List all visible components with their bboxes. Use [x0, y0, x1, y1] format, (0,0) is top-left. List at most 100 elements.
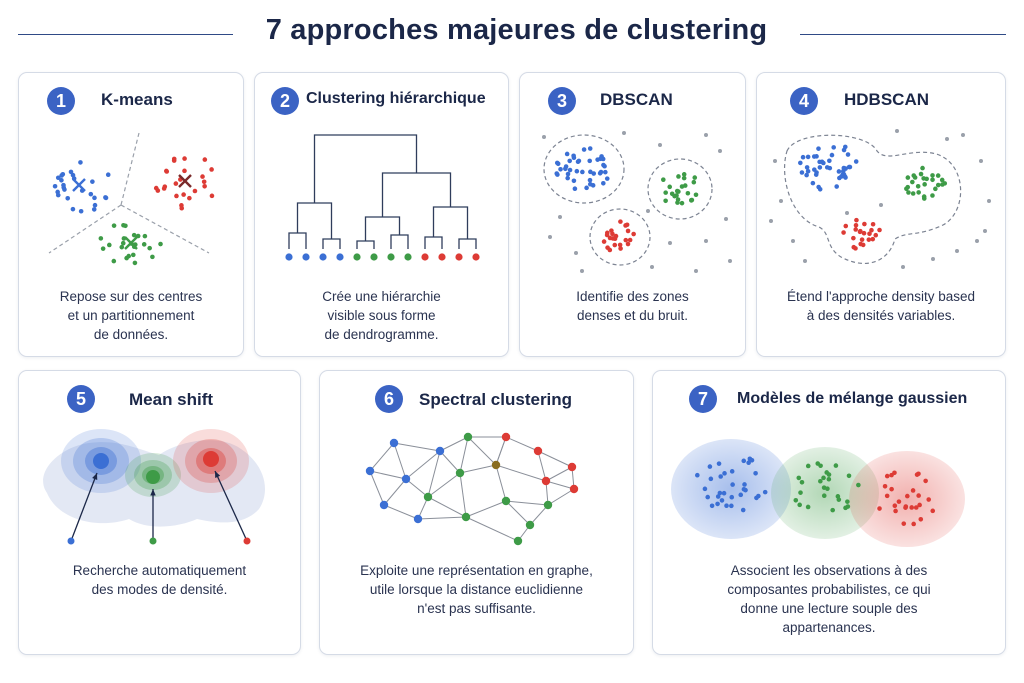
data-point [910, 191, 916, 196]
graph-edge [369, 470, 385, 506]
data-point [869, 227, 874, 233]
graph-edge [405, 450, 441, 480]
data-point [147, 245, 152, 251]
data-point [604, 232, 610, 238]
desc-line: Repose sur des centres [59, 289, 203, 304]
noise-point [704, 239, 708, 243]
density-region [783, 134, 962, 265]
data-point [111, 223, 117, 228]
noise-point [961, 133, 965, 137]
graph-edge [427, 496, 467, 518]
data-point [92, 195, 97, 201]
noise-point [646, 209, 650, 213]
data-point [818, 478, 823, 484]
data-point [805, 504, 811, 510]
data-point [905, 175, 911, 180]
data-point [580, 169, 585, 175]
data-point [667, 184, 673, 190]
data-point [625, 241, 631, 247]
data-point [65, 195, 71, 201]
data-point [715, 501, 720, 507]
data-point [119, 244, 125, 250]
data-point [841, 147, 847, 153]
noise-point [668, 241, 672, 245]
data-point [930, 193, 935, 198]
data-point [558, 166, 563, 172]
data-point [913, 505, 919, 510]
dendrogram-illustration [285, 134, 480, 261]
dendrogram-link [322, 238, 341, 249]
data-point [793, 497, 799, 503]
graph-node [463, 432, 473, 442]
data-point [60, 172, 66, 177]
gaussian-component [771, 447, 879, 539]
data-point [827, 158, 832, 164]
header: 7 approches majeures de clustering [0, 10, 1024, 58]
data-point [576, 158, 582, 164]
card-title: K-means [101, 90, 173, 109]
data-point [187, 195, 192, 201]
data-point [587, 146, 593, 151]
graph-node [389, 438, 399, 448]
graph-node [533, 446, 543, 456]
card-description: Associent les observations à des composa… [653, 561, 1005, 637]
data-point [853, 222, 859, 228]
data-point [858, 241, 863, 247]
leaf-node [370, 253, 378, 261]
noise-point [580, 269, 584, 273]
graph-node [423, 492, 433, 502]
dendrogram-link [458, 238, 477, 249]
leaf-node [421, 253, 429, 261]
data-point [61, 185, 67, 190]
page-title: 7 approches majeures de clustering [265, 14, 768, 46]
graph-edge [427, 472, 461, 498]
data-point [681, 172, 687, 177]
desc-line: Associent les observations à des [730, 563, 928, 578]
gaussian-component [849, 451, 965, 547]
data-point [824, 470, 830, 475]
data-point [715, 494, 721, 499]
data-point [816, 146, 821, 151]
noise-point [718, 149, 722, 153]
data-point [915, 183, 921, 189]
data-point [131, 232, 137, 238]
dendrogram-link [288, 232, 307, 249]
data-point [716, 461, 722, 466]
data-point [598, 156, 603, 162]
data-point [158, 241, 163, 247]
data-point [130, 252, 136, 258]
data-point [692, 175, 698, 180]
data-point [676, 174, 681, 179]
graph-edge [417, 516, 467, 520]
data-point [845, 152, 851, 157]
data-point [851, 235, 856, 241]
card-meanshift: 5 Mean shift Recherche automatiquement d… [18, 370, 301, 655]
card-hdbscan: 4 HDBSCAN Étend l'approche density based… [756, 72, 1006, 357]
start-point [243, 537, 251, 545]
graph-edge [369, 442, 395, 472]
data-point [679, 200, 685, 206]
data-point [675, 200, 680, 205]
arrow-head-icon [92, 473, 98, 480]
data-point [830, 507, 835, 513]
data-point [601, 181, 606, 186]
data-point [601, 239, 607, 244]
voronoi-boundary [120, 132, 140, 206]
data-point [884, 493, 890, 499]
graph-edge [537, 450, 573, 468]
arrow-head-icon [215, 471, 221, 478]
data-point [742, 482, 747, 487]
data-point [930, 508, 936, 514]
data-point [796, 475, 802, 481]
badge-number: 1 [47, 87, 75, 115]
data-point [674, 188, 680, 194]
card-description: Repose sur des centres et un partitionne… [19, 287, 243, 344]
data-point [858, 228, 863, 234]
data-point [107, 242, 112, 248]
data-point [52, 183, 58, 189]
data-point [623, 237, 629, 243]
desc-line: à des densités variables. [806, 308, 956, 323]
desc-line: Identifie des zones [576, 289, 689, 304]
card-description: Identifie des zones denses et du bruit. [520, 287, 745, 325]
data-point [625, 228, 631, 234]
